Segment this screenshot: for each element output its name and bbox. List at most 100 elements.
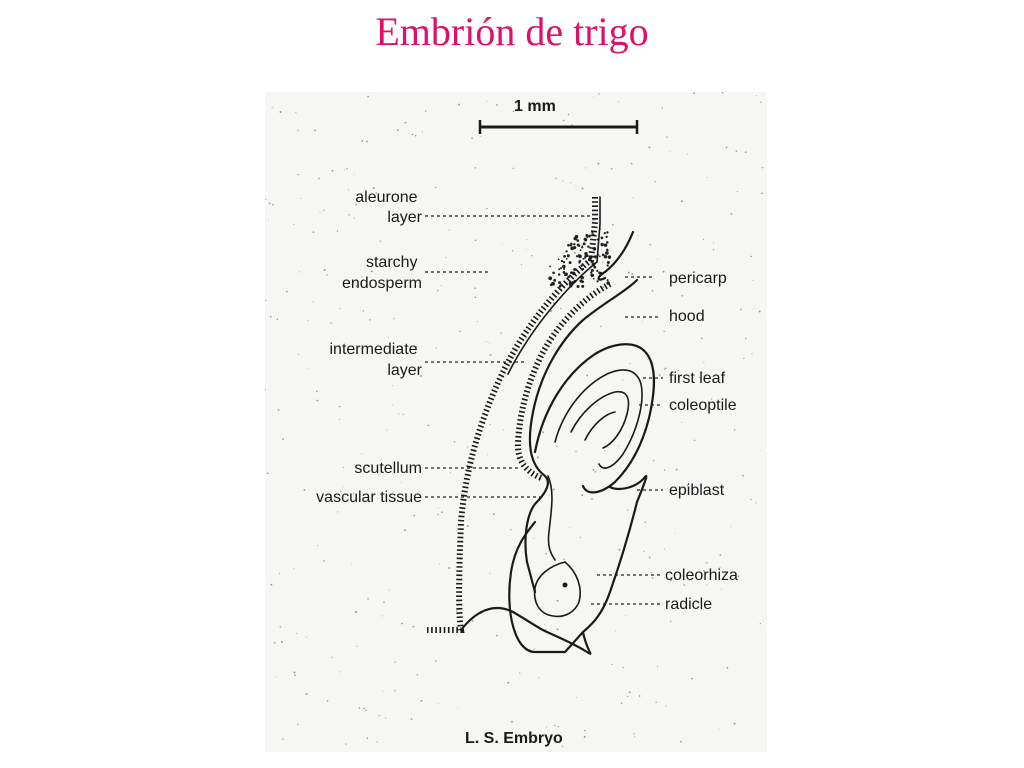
paper-speckle (519, 672, 521, 674)
endosperm-dot (606, 241, 609, 244)
paper-speckle (658, 374, 661, 376)
paper-speckle (633, 733, 635, 735)
endosperm-dot (563, 255, 566, 258)
paper-speckle (393, 318, 395, 320)
endosperm-dot (565, 258, 568, 260)
paper-speckle (750, 255, 752, 258)
paper-speckle (554, 724, 556, 727)
paper-speckle (502, 429, 504, 431)
paper-speckle (630, 162, 633, 165)
paper-speckle (402, 413, 404, 415)
paper-speckle (562, 180, 564, 182)
paper-speckle (294, 674, 296, 677)
paper-speckle (600, 325, 602, 328)
paper-speckle (665, 367, 667, 370)
endosperm-dot (585, 254, 589, 258)
paper-speckle (662, 603, 663, 605)
paper-speckle (604, 450, 606, 452)
paper-speckle (706, 584, 708, 586)
paper-speckle (688, 275, 690, 277)
paper-speckle (567, 113, 570, 116)
slide-title: Embrión de trigo (375, 9, 649, 54)
paper-speckle (275, 676, 277, 678)
endosperm-dot (598, 255, 601, 258)
endosperm-dot (553, 279, 556, 282)
paper-speckle (342, 467, 345, 469)
endosperm-dot (606, 260, 610, 265)
endosperm-dot (592, 277, 595, 280)
paper-speckle-texture (265, 92, 764, 748)
paper-speckle (526, 239, 528, 240)
aleurone-outer-line (507, 196, 601, 375)
paper-speckle (735, 150, 738, 152)
paper-speckle (643, 550, 645, 553)
paper-speckle (383, 601, 385, 604)
intermediate-layer-shape (514, 281, 612, 481)
paper-speckle (552, 488, 555, 491)
paper-speckle (585, 167, 587, 169)
paper-speckle (319, 212, 321, 214)
endosperm-dot (569, 244, 572, 247)
paper-speckle (737, 575, 740, 578)
paper-speckle (681, 294, 684, 297)
endosperm-dot (575, 255, 579, 258)
paper-speckle (592, 468, 595, 471)
paper-speckle (752, 308, 754, 310)
paper-speckle (665, 705, 667, 707)
label-hood: hood (669, 308, 705, 325)
endosperm-dot (549, 265, 551, 268)
label-pericarp: pericarp (669, 270, 727, 287)
paper-speckle (503, 737, 506, 740)
wheat-embryo-figure: 1 mm (265, 92, 767, 752)
paper-speckle (681, 421, 683, 423)
paper-speckle (318, 177, 320, 180)
endosperm-dot (578, 254, 582, 259)
paper-speckle (474, 287, 476, 289)
paper-speckle (610, 167, 613, 170)
paper-speckle (628, 691, 631, 694)
paper-speckle (618, 445, 620, 447)
paper-speckle (372, 187, 375, 190)
endosperm-dot (568, 261, 572, 265)
paper-speckle (439, 563, 440, 565)
paper-speckle (651, 577, 654, 579)
paper-speckle (338, 405, 341, 408)
paper-speckle (361, 276, 363, 278)
endosperm-dot (590, 268, 594, 272)
endosperm-dot (568, 281, 572, 285)
paper-speckle (437, 289, 439, 292)
paper-speckle (657, 666, 659, 668)
paper-speckle (657, 258, 659, 260)
paper-speckle (268, 219, 270, 221)
paper-speckle (315, 390, 318, 393)
paper-speckle (548, 494, 550, 496)
paper-speckle (571, 124, 573, 126)
endosperm-dot (582, 257, 585, 260)
paper-speckle (597, 162, 600, 165)
paper-speckle (477, 320, 478, 322)
paper-speckle (661, 107, 664, 109)
paper-speckle (593, 96, 594, 98)
paper-speckle (431, 217, 433, 219)
endosperm-dot (600, 236, 604, 240)
paper-speckle (627, 509, 629, 511)
paper-speckle (421, 131, 423, 133)
paper-speckle (584, 729, 586, 732)
paper-speckle (366, 140, 368, 143)
paper-speckle (750, 498, 752, 501)
paper-speckle (730, 526, 732, 528)
paper-speckle (626, 695, 629, 698)
paper-speckle (702, 371, 704, 373)
label-aleurone-layer-line2: layer (387, 209, 422, 226)
paper-speckle (386, 429, 388, 431)
paper-speckle (337, 511, 339, 513)
paper-speckle (706, 562, 708, 564)
endosperm-dot (596, 269, 599, 272)
paper-speckle (296, 632, 298, 634)
paper-speckle (370, 270, 373, 273)
paper-speckle (581, 494, 584, 497)
paper-speckle (453, 441, 456, 443)
paper-speckle (675, 468, 678, 471)
endosperm-dot (570, 246, 575, 251)
paper-speckle (618, 101, 620, 103)
